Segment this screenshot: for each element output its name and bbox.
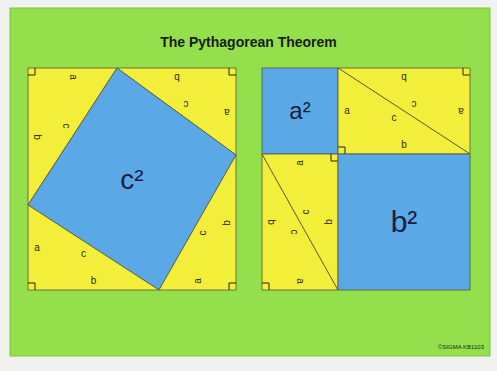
side-letter: a (68, 74, 78, 80)
side-letter: c (61, 124, 71, 129)
side-letter: b (324, 219, 334, 225)
square-piece: a² (262, 68, 338, 154)
triangle-piece: a b c (28, 205, 159, 290)
side-letter: c (289, 230, 299, 235)
right-angle-mark (262, 283, 269, 290)
side-letter: b (401, 140, 407, 150)
triangle-shape (28, 205, 159, 290)
side-letter: b (91, 276, 97, 286)
square-label: c² (120, 166, 143, 194)
square-piece: b² (338, 154, 470, 290)
triangle-piece: a b c (159, 155, 236, 290)
right-angle-mark (229, 283, 236, 290)
triangle-shape (262, 154, 338, 290)
green-board (10, 8, 490, 356)
square-label: a² (289, 99, 310, 123)
side-letter: c (198, 230, 208, 235)
board-title: The Pythagorean Theorem (0, 34, 497, 50)
right-angle-mark (338, 147, 345, 154)
side-letter: a (295, 160, 305, 166)
side-letter: a (193, 278, 203, 284)
maker-mark: ©SIGMA KB1103 (438, 344, 484, 350)
triangle-shape (262, 154, 338, 290)
square-label: b² (391, 207, 418, 237)
square-shape (262, 68, 338, 154)
side-letter: b (401, 72, 407, 82)
right-angle-mark (331, 154, 338, 161)
side-letter: a (295, 278, 305, 284)
triangle-shape (159, 155, 236, 290)
side-letter: c (412, 99, 417, 109)
side-letter: c (184, 99, 189, 109)
side-letter: b (222, 220, 232, 226)
side-letter: a (224, 107, 230, 117)
right-angle-mark (229, 68, 236, 75)
square-shape (28, 68, 236, 290)
side-letter: c (81, 249, 86, 259)
triangle-shape (338, 68, 470, 154)
side-letter: b (174, 72, 180, 82)
side-letter: a (344, 106, 350, 116)
square-shape (338, 154, 470, 290)
side-letter: a (458, 106, 464, 116)
right-angle-mark (463, 68, 470, 75)
right-angle-mark (28, 283, 35, 290)
side-letter: a (34, 243, 40, 253)
triangle-shape (338, 68, 470, 154)
side-letter: c (301, 209, 311, 214)
side-letter: c (391, 113, 396, 123)
right-angle-mark (28, 68, 35, 75)
side-letter: b (32, 134, 42, 140)
side-letter: b (266, 219, 276, 225)
